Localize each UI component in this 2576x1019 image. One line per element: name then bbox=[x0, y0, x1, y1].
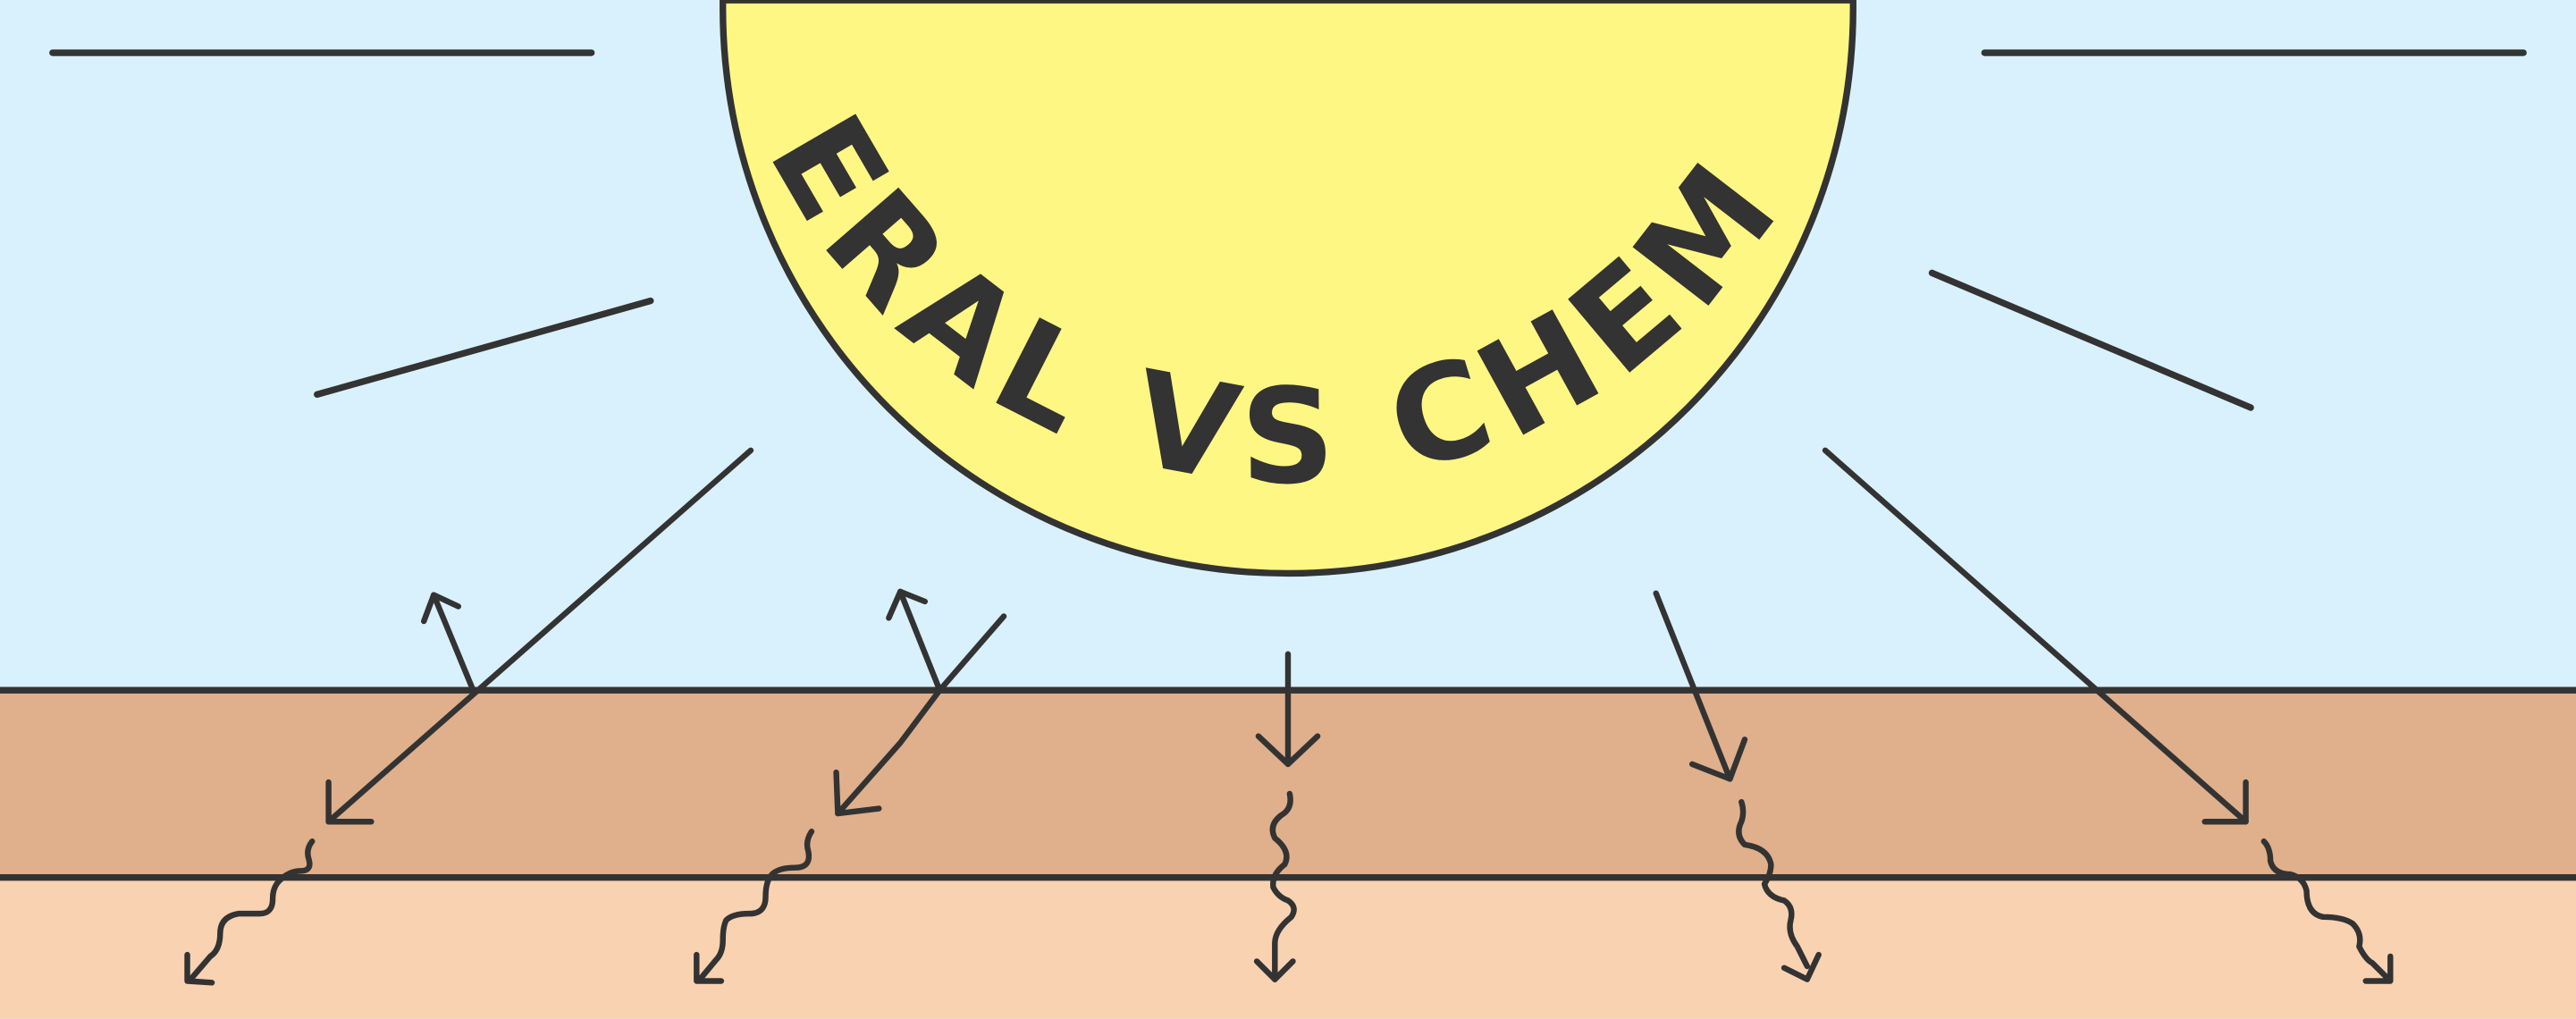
ray-3-arrow bbox=[1253, 651, 1321, 982]
ray-2-arrow bbox=[694, 588, 1007, 984]
sun-icon bbox=[720, 0, 1856, 577]
sun-rays-icon bbox=[49, 49, 2527, 411]
ray-4-arrow bbox=[1653, 590, 1822, 982]
ray-1-arrow bbox=[184, 447, 754, 986]
ray-5-arrow bbox=[1822, 447, 2394, 984]
